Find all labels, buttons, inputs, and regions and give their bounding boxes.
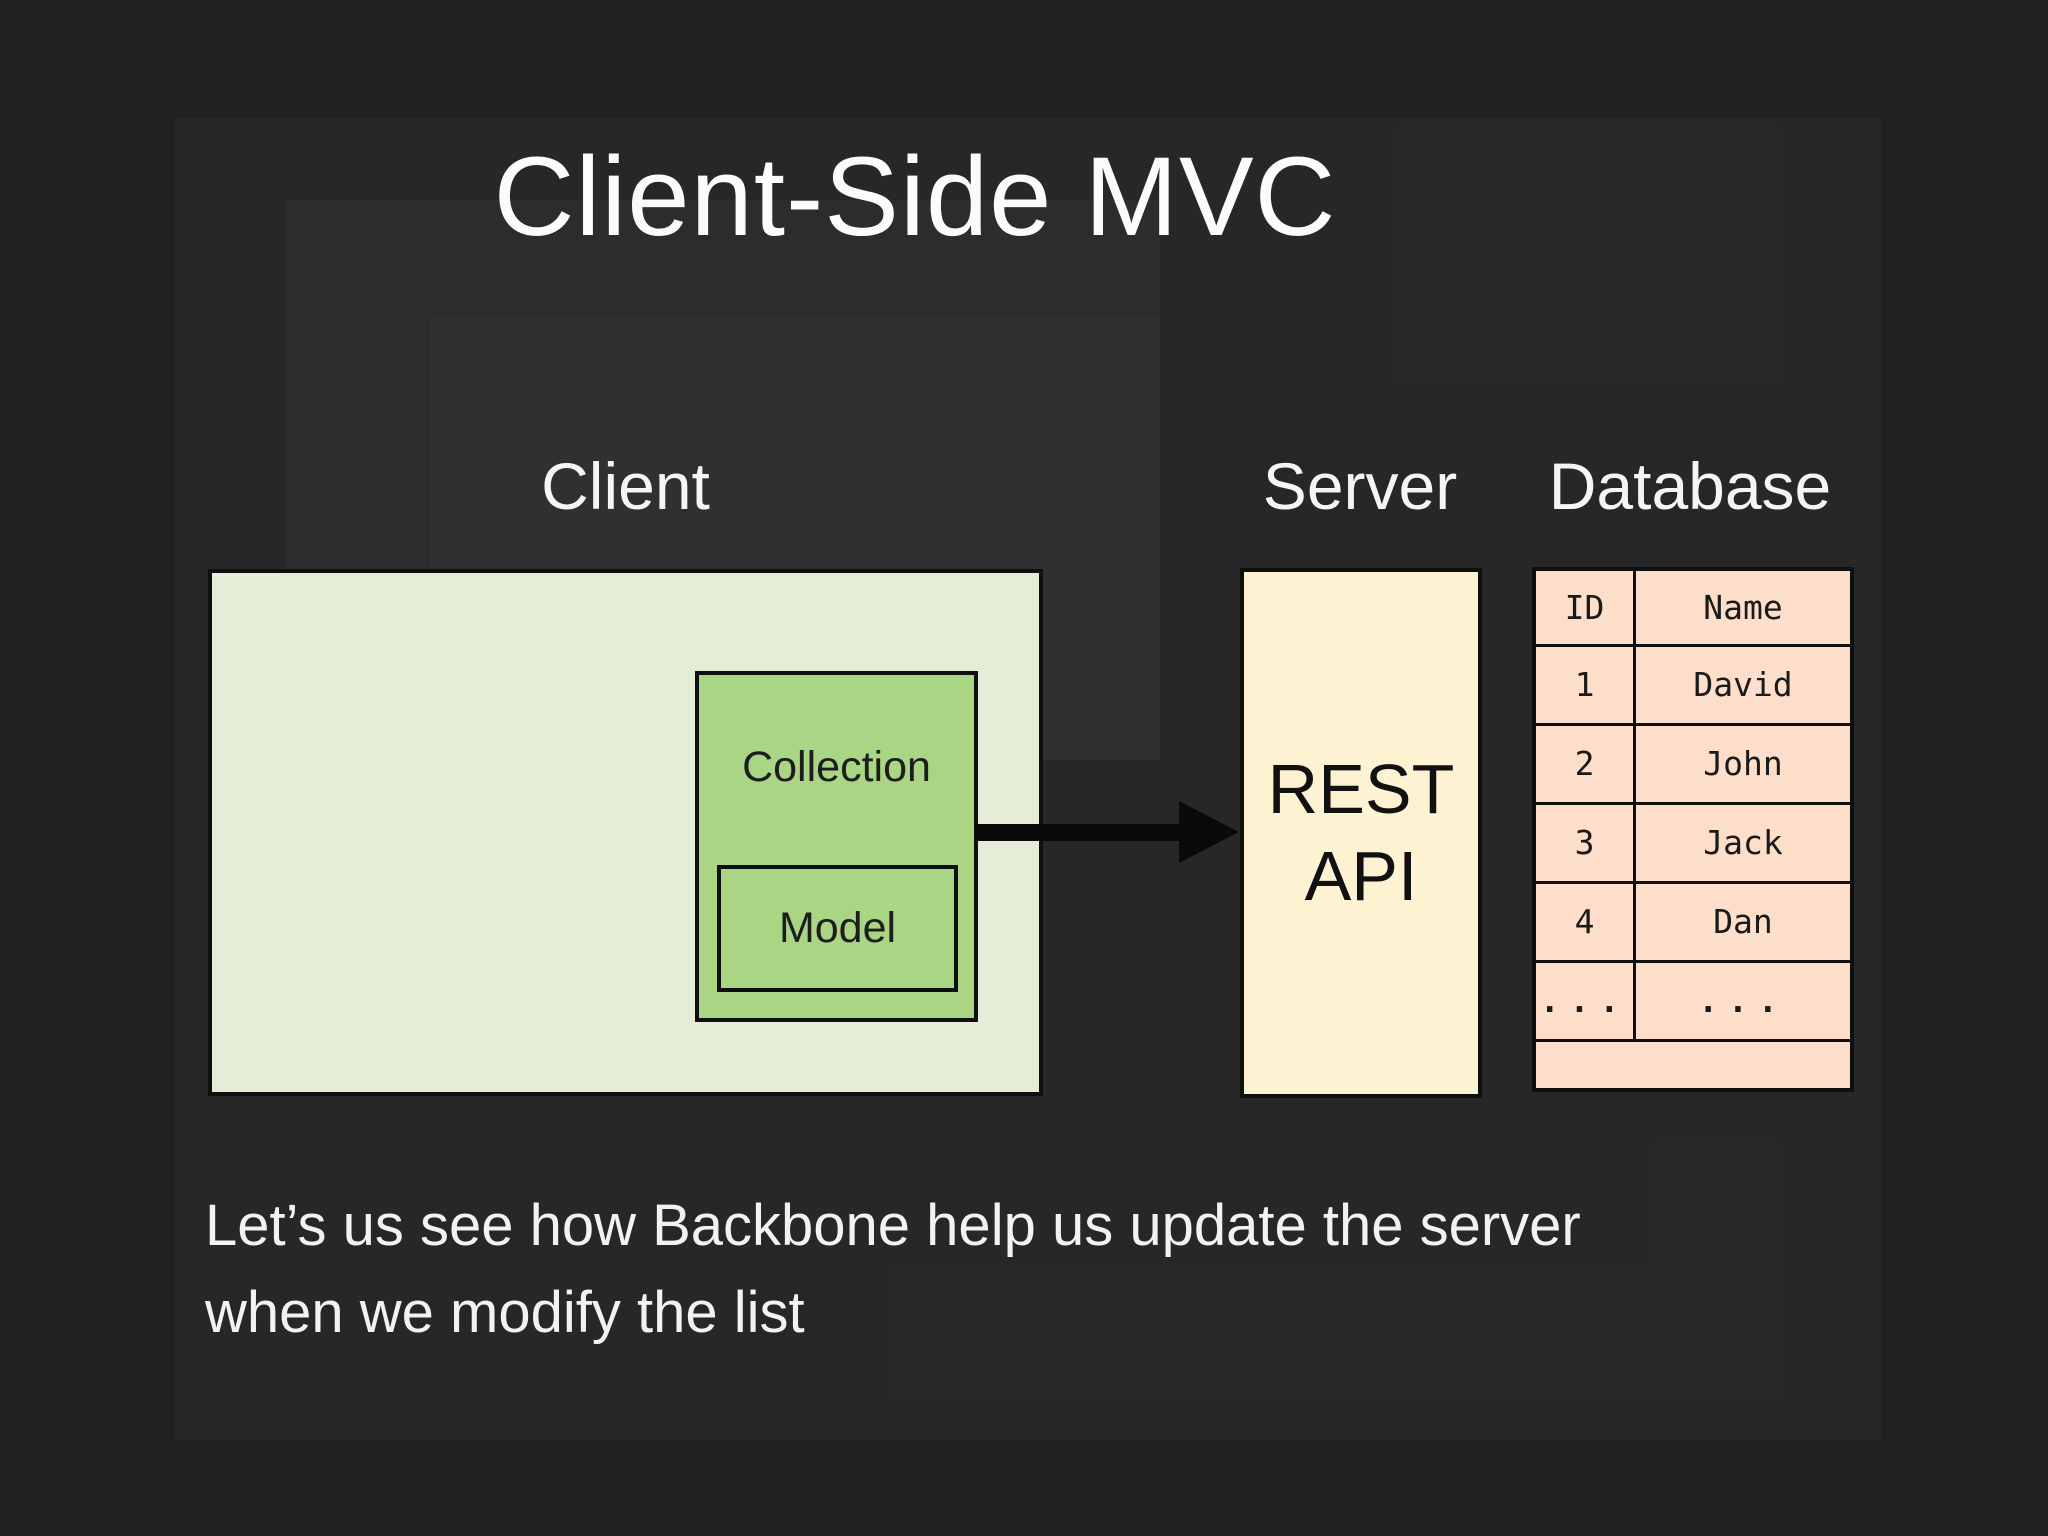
footer-cell-empty: [1532, 1038, 1854, 1092]
database-zone-label: Database: [1548, 449, 1832, 523]
table-header-row: ID Name: [1532, 567, 1854, 647]
cell-id: 3: [1532, 801, 1636, 884]
caption-line1: Let’s us see how Backbone help us update…: [205, 1193, 1581, 1258]
cell-id: 4: [1532, 880, 1636, 963]
cell-name: Dan: [1633, 880, 1854, 963]
caption-line2: when we modify the list: [205, 1280, 805, 1345]
rest-api-line1: REST: [1267, 749, 1455, 828]
database-table: ID Name 1 David 2 John 3 Jack 4 Dan ... …: [1532, 567, 1854, 1092]
caption: Let’s us see how Backbone help us update…: [205, 1182, 1805, 1356]
table-row: 4 Dan: [1532, 880, 1854, 963]
slide-title: Client-Side MVC: [493, 134, 1337, 259]
table-row: 2 John: [1532, 722, 1854, 805]
header-cell-name: Name: [1633, 567, 1854, 647]
server-box: REST API: [1240, 568, 1482, 1098]
server-zone-label: Server: [1262, 449, 1458, 523]
client-box: Collection Model: [208, 569, 1043, 1096]
model-box: Model: [717, 865, 958, 992]
sync-arrow-head: [1179, 801, 1239, 863]
model-label: Model: [778, 904, 897, 952]
collection-box: Collection Model: [695, 671, 978, 1022]
sync-arrow-shaft: [975, 824, 1183, 841]
client-zone-label: Client: [541, 449, 710, 523]
header-cell-id: ID: [1532, 567, 1636, 647]
table-row-ellipsis: ... ...: [1532, 959, 1854, 1042]
cell-name-ellipsis: ...: [1633, 959, 1854, 1042]
cell-id: 2: [1532, 722, 1636, 805]
cell-name: Jack: [1633, 801, 1854, 884]
cell-id-ellipsis: ...: [1532, 959, 1636, 1042]
table-row: 1 David: [1532, 643, 1854, 726]
table-row: 3 Jack: [1532, 801, 1854, 884]
collection-label: Collection: [742, 743, 931, 791]
cell-name: David: [1633, 643, 1854, 726]
cell-id: 1: [1532, 643, 1636, 726]
rest-api-line2: API: [1304, 837, 1418, 915]
cell-name: John: [1633, 722, 1854, 805]
table-footer-row: [1532, 1038, 1854, 1092]
